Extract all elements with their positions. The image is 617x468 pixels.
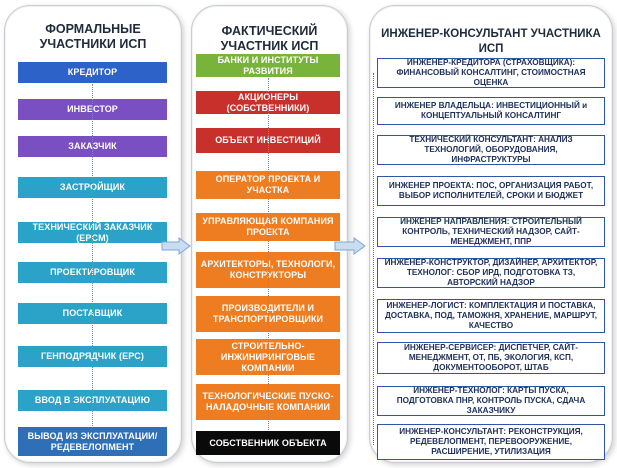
right-item-label: ИНЖЕНЕР НАПРАВЛЕНИЯ: СТРОИТЕЛЬНЫЙ КОНТРО… — [400, 217, 582, 246]
left-item-label: КРЕДИТОР — [67, 67, 118, 77]
right-item-label: ИНЖЕНЕР-КОНСУЛЬТАНТ: РЕКОНСТРУКЦИЯ, РЕДЕ… — [399, 427, 583, 456]
right-item-technical-consultant: ТЕХНИЧЕСКИЙ КОНСУЛЬТАНТ: АНАЛИЗ ТЕХНОЛОГ… — [377, 135, 605, 165]
middle-item-label: ОБЪЕКТ ИНВЕСТИЦИЙ — [215, 135, 321, 145]
right-item-label: ИНЖЕНЕР-ЛОГИСТ: КОМПЛЕКТАЦИЯ И ПОСТАВКА,… — [384, 301, 598, 330]
middle-item-object-owner: СОБСТВЕННИК ОБЪЕКТА — [196, 431, 340, 455]
middle-item-label: ПРОИЗВОДИТЕЛИ И ТРАНСПОРТИРОВЩИКИ — [212, 303, 324, 324]
right-item-label: ИНЖЕНЕР-КОНСТРУКТОР, ДИЗАЙНЕР, АРХИТЕКТО… — [384, 258, 598, 287]
right-item-label: ТЕХНИЧЕСКИЙ КОНСУЛЬТАНТ: АНАЛИЗ ТЕХНОЛОГ… — [409, 135, 573, 164]
middle-item-label: ОПЕРАТОР ПРОЕКТА И УЧАСТКА — [215, 174, 321, 195]
right-item-label: ИНЖЕНЕР ПРОЕКТА: ПОС, ОРГАНИЗАЦИЯ РАБОТ,… — [388, 181, 594, 200]
right-item-service-engineer: ИНЖЕНЕР-СЕРВИСЕР: ДИСПЕТЧЕР, САЙТ-МЕНЕДЖ… — [377, 342, 605, 374]
formal-participants-title: ФОРМАЛЬНЫЕ УЧАСТНИКИ ИСП — [39, 22, 147, 51]
arrow-right-shape — [334, 237, 366, 255]
middle-item-label: АРХИТЕКТОРЫ, ТЕХНОЛОГИ, КОНСТРУКТОРЫ — [200, 259, 336, 280]
right-item-logistics-engineer: ИНЖЕНЕР-ЛОГИСТ: КОМПЛЕКТАЦИЯ И ПОСТАВКА,… — [377, 299, 605, 333]
right-item-project-engineer: ИНЖЕНЕР ПРОЕКТА: ПОС, ОРГАНИЗАЦИЯ РАБОТ,… — [377, 176, 605, 206]
actual-participant-title: ФАКТИЧЕСКИЙ УЧАСТНИК ИСП — [220, 24, 319, 53]
middle-item-label: УПРАВЛЯЮЩАЯ КОМПАНИЯ ПРОЕКТА — [202, 216, 334, 237]
left-item-decommissioning: ВЫВОД ИЗ ЭКСПЛУАТАЦИИ/РЕДЕВЕЛОПМЕНТ — [18, 427, 167, 456]
right-connector-line — [373, 73, 378, 445]
arrow-right-icon — [161, 237, 191, 255]
middle-item-label: СОБСТВЕННИК ОБЪЕКТА — [209, 437, 327, 448]
middle-item-label: ТЕХНОЛОГИЧЕСКИЕ ПУСКО-НАЛАДОЧНЫЕ КОМПАНИ… — [202, 391, 334, 412]
right-item-technologist-engineer: ИНЖЕНЕР-ТЕХНОЛОГ: КАРТЫ ПУСКА, ПОДГОТОВК… — [377, 386, 605, 416]
middle-item-label: АКЦИОНЕРЫ (СОБСТВЕННИКИ) — [226, 91, 310, 113]
right-item-owner-engineer: ИНЖЕНЕР ВЛАДЕЛЬЦА: ИНВЕСТИЦИОННЫЙ и КОНЦ… — [377, 97, 605, 125]
middle-connector-line — [268, 78, 269, 430]
middle-item-banks: БАНКИ И ИНСТИТУТЫ РАЗВИТИЯ — [196, 54, 340, 77]
right-item-direction-engineer: ИНЖЕНЕР НАПРАВЛЕНИЯ: СТРОИТЕЛЬНЫЙ КОНТРО… — [377, 217, 605, 247]
left-connector-line — [92, 84, 93, 426]
right-item-label: ИНЖЕНЕР-ТЕХНОЛОГ: КАРТЫ ПУСКА, ПОДГОТОВК… — [396, 386, 586, 415]
middle-item-label: СТРОИТЕЛЬНО-ИНЖИНИРИНГОВЫЕ КОМПАНИИ — [220, 340, 316, 373]
right-item-label: ИНЖЕНЕР-СЕРВИСЕР: ДИСПЕТЧЕР, САЙТ-МЕНЕДЖ… — [404, 343, 578, 372]
middle-item-label: БАНКИ И ИНСТИТУТЫ РАЗВИТИЯ — [217, 54, 319, 76]
right-item-label: ИНЖЕНЕР ВЛАДЕЛЬЦА: ИНВЕСТИЦИОННЫЙ и КОНЦ… — [394, 101, 588, 120]
left-item-creditor: КРЕДИТОР — [18, 62, 167, 83]
right-item-design-engineer: ИНЖЕНЕР-КОНСТРУКТОР, ДИЗАЙНЕР, АРХИТЕКТО… — [377, 258, 605, 288]
right-item-consultant-engineer: ИНЖЕНЕР-КОНСУЛЬТАНТ: РЕКОНСТРУКЦИЯ, РЕДЕ… — [377, 424, 605, 460]
arrow-right-icon — [334, 237, 366, 255]
right-item-creditor-engineer: ИНЖЕНЕР-КРЕДИТОРА (СТРАХОВЩИКА): ФИНАНСО… — [377, 58, 605, 88]
consultant-engineer-title: ИНЖЕНЕР-КОНСУЛЬТАНТ УЧАСТНИКА ИСП — [381, 28, 601, 55]
right-item-label: ИНЖЕНЕР-КРЕДИТОРА (СТРАХОВЩИКА): ФИНАНСО… — [396, 58, 586, 87]
left-item-label: ВЫВОД ИЗ ЭКСПЛУАТАЦИИ/РЕДЕВЕЛОПМЕНТ — [27, 430, 158, 452]
arrow-right-shape — [161, 237, 191, 255]
